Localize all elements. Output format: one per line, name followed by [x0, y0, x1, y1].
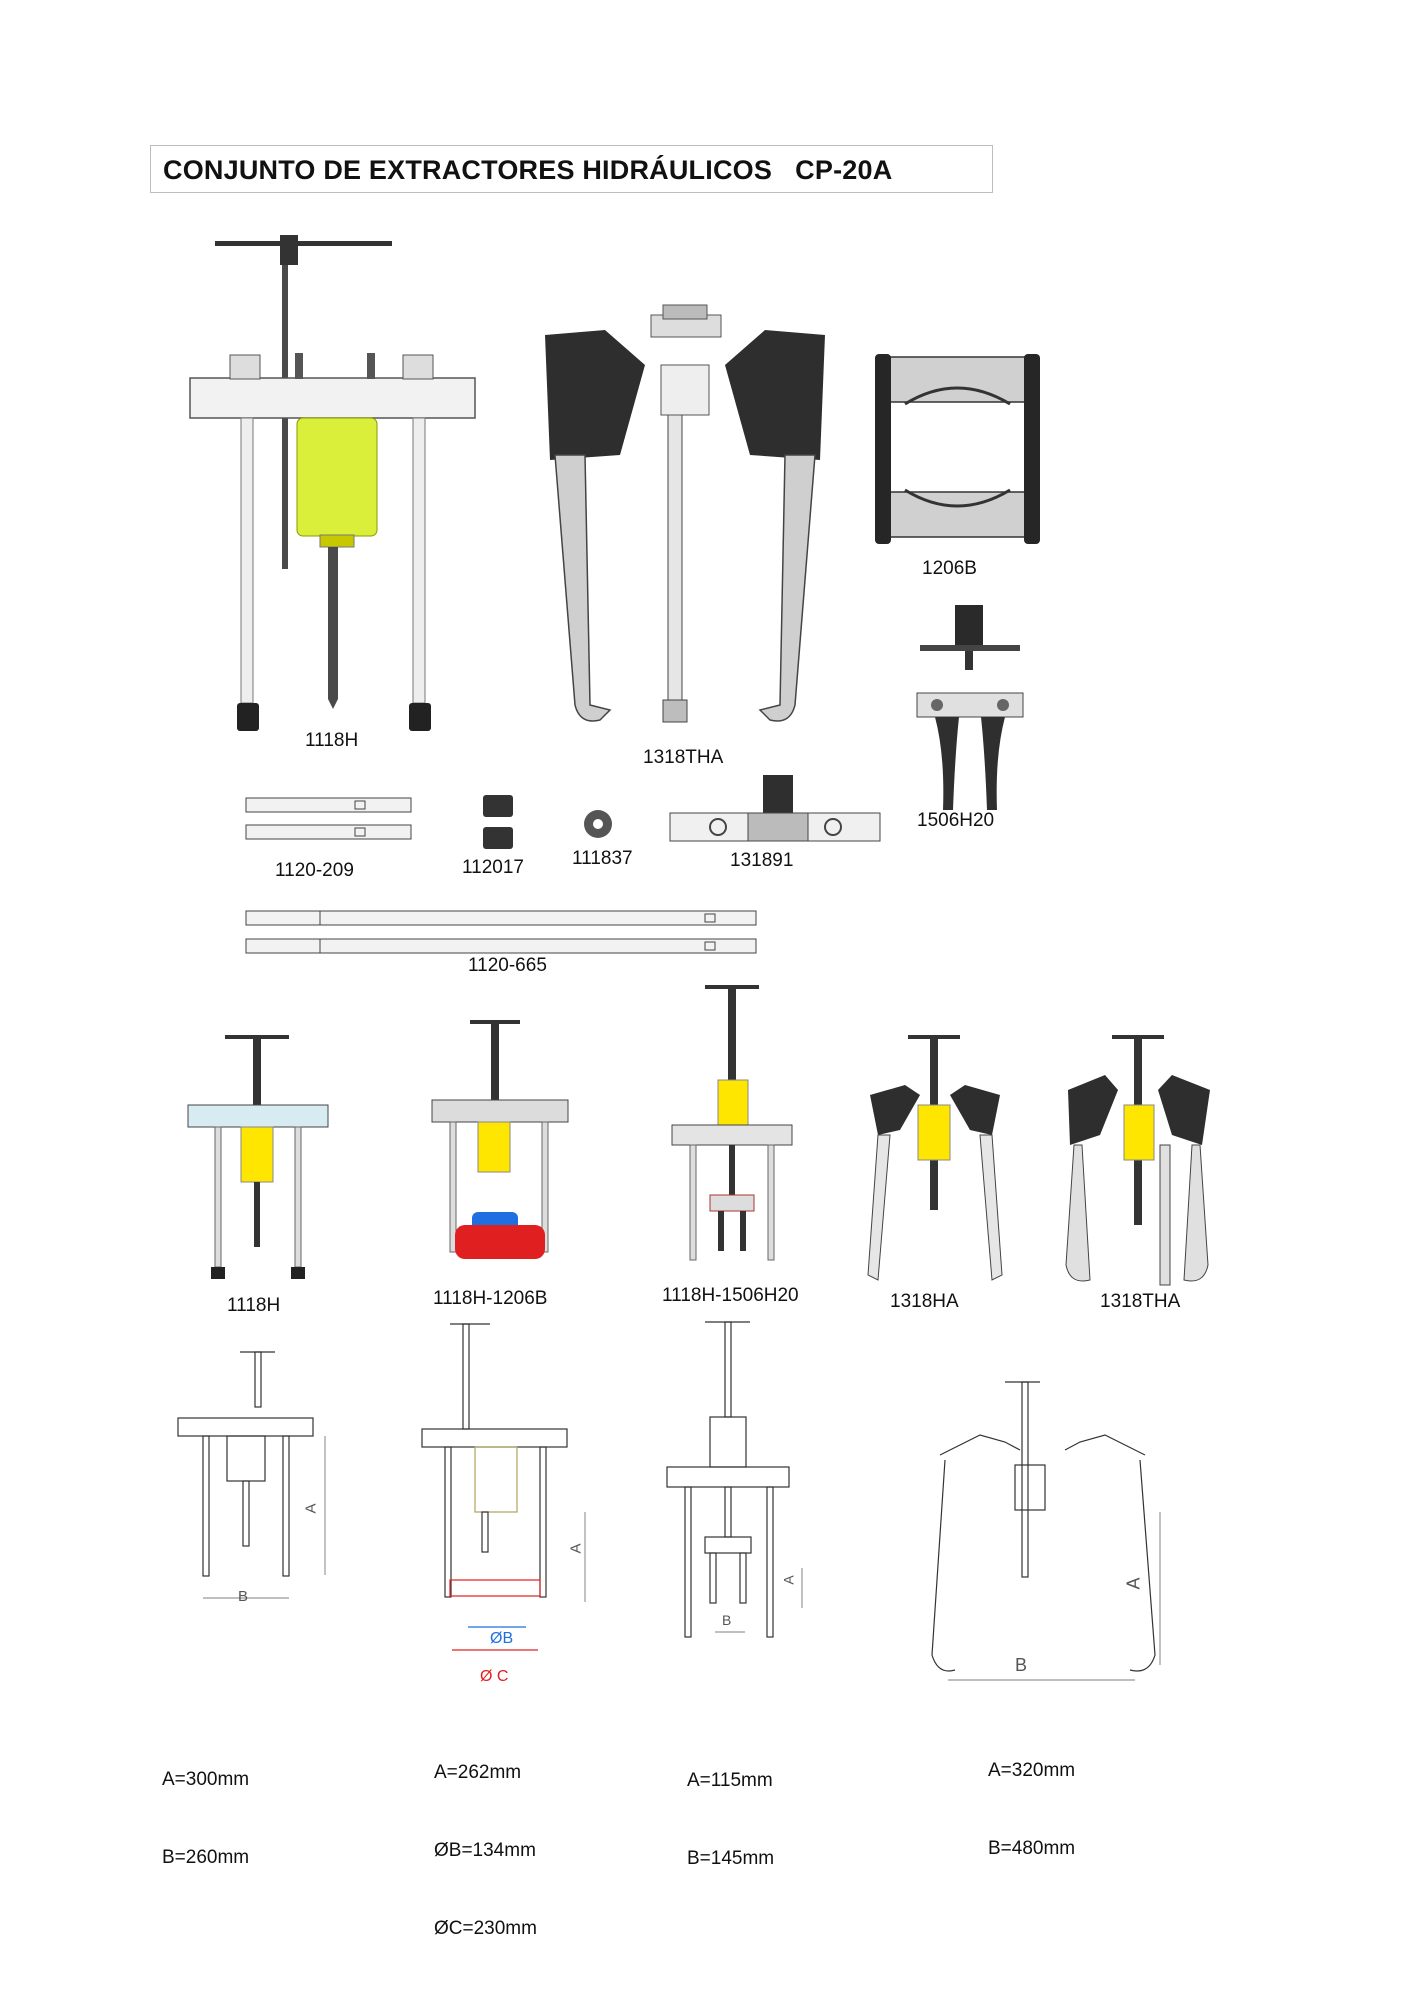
component-label: 1120-665: [468, 955, 547, 976]
spec-block-1118h: A=300mm B=260mm: [162, 1715, 249, 1897]
dimension-a-label: A: [567, 1543, 585, 1554]
dimension-a-label: A: [302, 1503, 320, 1514]
extension-1120-209-illustration: [245, 797, 412, 840]
page-title: CONJUNTO DE EXTRACTORES HIDRÁULICOS CP-2…: [163, 155, 893, 185]
component-label: 111837: [572, 848, 633, 869]
assembly-1118h-illustration: [187, 1035, 329, 1279]
title-box: CONJUNTO DE EXTRACTORES HIDRÁULICOS CP-2…: [150, 145, 993, 193]
assembly-1318ha-illustration: [867, 1035, 1003, 1281]
component-label: 112017: [462, 857, 524, 878]
dimension-diam-c-label: Ø C: [480, 1668, 509, 1685]
spec-line: A=300mm: [162, 1769, 250, 1790]
spec-line: A=320mm: [988, 1760, 1076, 1781]
adapter-112017-illustration: [483, 795, 513, 849]
component-label: 1120-209: [275, 860, 354, 881]
component-label: 1206B: [922, 558, 977, 579]
spec-line: A=262mm: [434, 1762, 522, 1783]
dimension-b-label: B: [722, 1612, 732, 1628]
spec-block-1318tha: A=320mm B=480mm: [988, 1706, 1075, 1888]
assembly-1318tha-illustration: [1065, 1035, 1210, 1286]
dimension-drawing-1118h-1206b: [421, 1323, 586, 1651]
dimension-drawing-1118h-1506h20: [666, 1321, 803, 1638]
spec-line: B=480mm: [988, 1838, 1076, 1859]
dimension-a-label: A: [780, 1575, 797, 1585]
extension-1120-665-illustration: [245, 910, 757, 954]
spec-line: ØC=230mm: [434, 1918, 537, 1939]
dimension-drawing-1318tha: [931, 1381, 1161, 1681]
dimension-b-label: B: [238, 1588, 249, 1605]
assembly-label: 1118H-1206B: [433, 1288, 548, 1309]
puller-1506h20-illustration: [916, 605, 1024, 810]
dimension-b-label: B: [1015, 1655, 1028, 1675]
component-label: 1506H20: [917, 810, 995, 831]
spec-line: B=260mm: [162, 1847, 250, 1868]
assembly-label: 1118H-1506H20: [662, 1285, 799, 1306]
component-label: 1318THA: [643, 747, 724, 768]
washer-111837-illustration: [584, 810, 612, 838]
assembly-label: 1118H: [227, 1295, 281, 1316]
spec-block-1118h-1206b: A=262mm ØB=134mm ØC=230mm: [434, 1708, 537, 1968]
bridge-131891-illustration: [669, 775, 881, 842]
spec-line: B=145mm: [687, 1848, 775, 1869]
assembly-1118h-1506h20-illustration: [671, 985, 793, 1261]
puller-1118h-illustration: [189, 235, 476, 731]
assembly-1118h-1206b-illustration: [431, 1020, 569, 1259]
assembly-label: 1318THA: [1100, 1291, 1181, 1312]
dimension-diam-b-label: ØB: [490, 1630, 514, 1647]
spec-line: A=115mm: [687, 1770, 773, 1791]
spec-block-1118h-1506h20: A=115mm B=145mm: [687, 1716, 774, 1898]
puller-1318tha-illustration: [545, 304, 825, 723]
dimension-a-label: A: [1123, 1577, 1144, 1590]
dimension-drawing-1118h: [177, 1351, 326, 1599]
separator-1206b-illustration: [875, 354, 1040, 544]
spec-line: ØB=134mm: [434, 1840, 536, 1861]
assembly-label: 1318HA: [890, 1291, 959, 1312]
component-label: 131891: [730, 850, 794, 871]
component-label: 1118H: [305, 730, 359, 751]
